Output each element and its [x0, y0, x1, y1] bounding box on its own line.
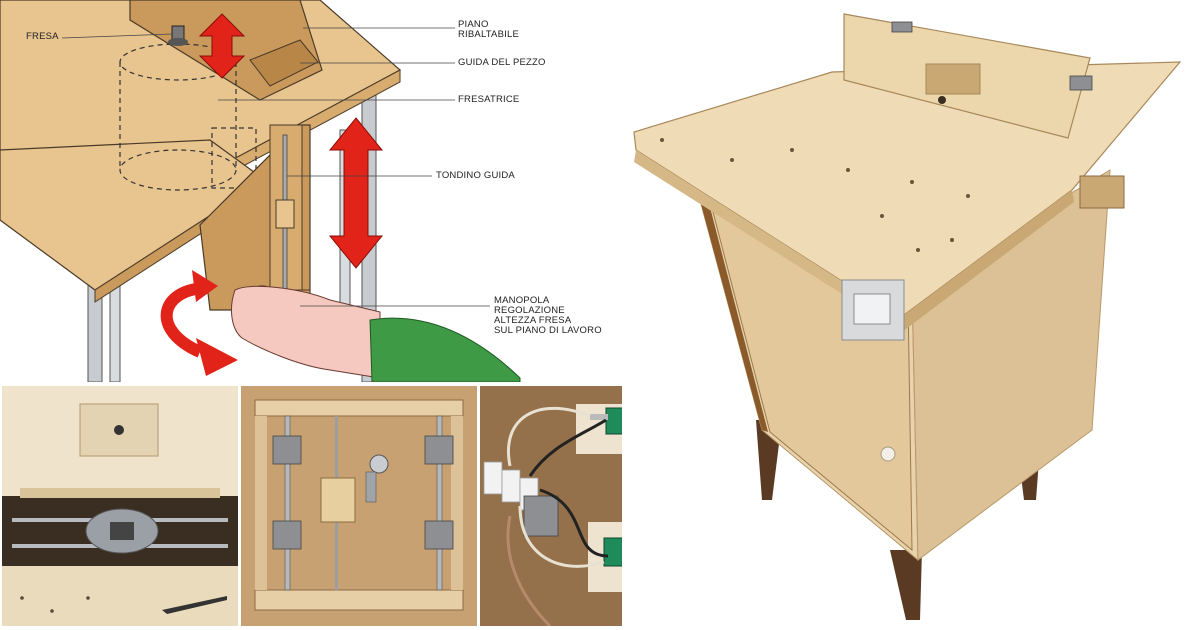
- label-fresatrice: FRESATRICE: [458, 94, 520, 105]
- bit-hole: [938, 96, 946, 104]
- router-motor-outline: [211, 127, 257, 189]
- diagram-illustration: [0, 0, 521, 382]
- label-fresa: FRESA: [26, 31, 59, 42]
- center-block: [320, 477, 356, 523]
- label-piano-ribaltabile: PIANO RIBALTABILE: [458, 19, 519, 40]
- leg-front-right: [890, 550, 922, 620]
- guide-rods-photo: [241, 386, 477, 626]
- router-cabinet-photo: [622, 0, 1200, 630]
- power-switch: [853, 293, 891, 325]
- washer: [369, 454, 389, 474]
- linear-bearings: [272, 435, 454, 550]
- door-knob: [880, 446, 896, 462]
- side-knob: [1079, 175, 1125, 209]
- frame-bottom: [254, 589, 464, 611]
- frame-right: [451, 416, 463, 590]
- rotation-arrow: [160, 282, 206, 358]
- guide-block: [275, 199, 295, 229]
- frame-left: [255, 416, 267, 590]
- router-table-diagram: FRESA PIANO RIBALTABILE GUIDA DEL PEZZO …: [0, 0, 620, 382]
- bit-hole: [114, 425, 124, 435]
- metal-bracket: [523, 495, 559, 537]
- green-sleeve: [369, 317, 521, 382]
- up-down-arrow-small: [198, 13, 246, 79]
- rod-left: [284, 415, 291, 591]
- label-manopola: MANOPOLA REGOLAZIONE ALTEZZA FRESA SUL P…: [494, 295, 602, 336]
- fence-clamps: [891, 21, 1093, 91]
- guide-slot: [249, 39, 319, 87]
- hex-key: [162, 596, 227, 614]
- fence-opening: [925, 63, 981, 95]
- wires: [506, 406, 609, 626]
- label-guida-del-pezzo: GUIDA DEL PEZZO: [458, 57, 546, 68]
- router-bottom-outline: [119, 149, 237, 191]
- up-down-arrow-large: [328, 117, 384, 269]
- frame-top: [254, 399, 464, 417]
- label-tondino-guida: TONDINO GUIDA: [436, 170, 515, 181]
- router-mount-photo: [2, 386, 238, 626]
- rod-right: [436, 415, 443, 591]
- leader-lines: [61, 27, 490, 307]
- bolt: [365, 471, 377, 503]
- tabletop-holes: [660, 138, 970, 252]
- cabinet-front: [2, 566, 238, 626]
- hand: [231, 285, 381, 379]
